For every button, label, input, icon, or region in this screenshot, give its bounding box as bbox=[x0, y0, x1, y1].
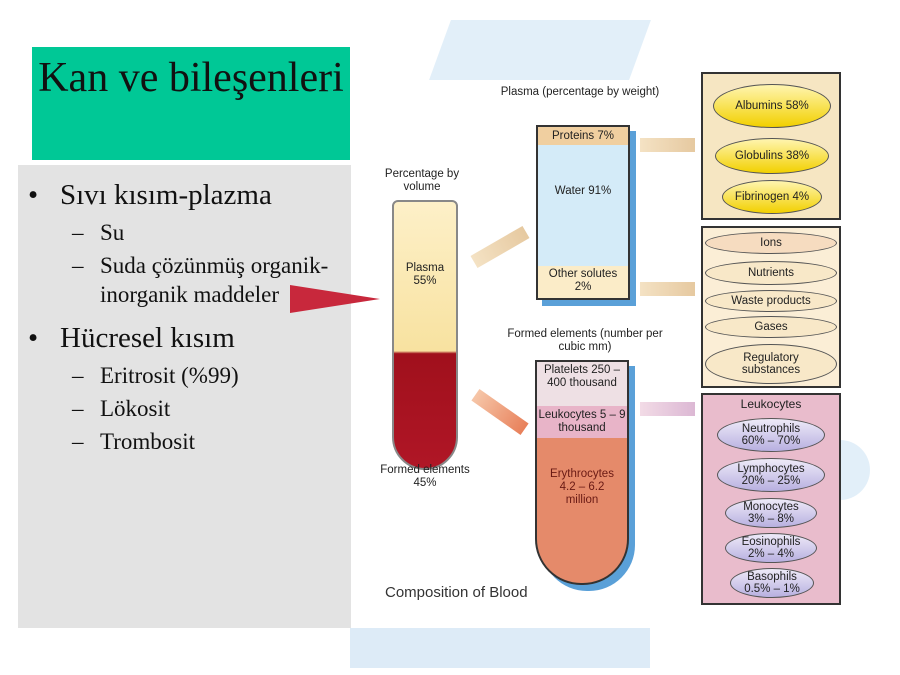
tube-header: Percentage by volume bbox=[384, 168, 460, 193]
plasma-header: Plasma (percentage by weight) bbox=[500, 86, 660, 98]
sub-bullet: Lökosit bbox=[28, 394, 348, 423]
water-row: Water 91% bbox=[554, 185, 612, 197]
erythrocytes-row: Erythrocytes 4.2 – 6.2 million bbox=[550, 468, 614, 506]
sub-bullet: Trombosit bbox=[28, 427, 348, 456]
sub-bullet: Eritrosit (%99) bbox=[28, 361, 348, 390]
solute-item: Ions bbox=[705, 232, 837, 254]
bullet-list: Sıvı kısım-plazma Su Suda çözünmüş organ… bbox=[28, 176, 348, 460]
arrow bbox=[470, 225, 530, 269]
watermark-shape bbox=[350, 628, 650, 668]
slide-title: Kan ve bileşenleri bbox=[32, 47, 350, 160]
leukocyte-item: Basophils 0.5% – 1% bbox=[730, 568, 814, 598]
leukocyte-item: Lymphocytes 20% – 25% bbox=[717, 458, 825, 492]
arrow bbox=[640, 282, 695, 296]
leukocyte-item: Neutrophils 60% – 70% bbox=[717, 418, 825, 452]
leukocytes-row: Leukocytes 5 – 9 thousand bbox=[537, 406, 627, 438]
plasma-column: Proteins 7% Water 91% Other solutes 2% bbox=[536, 125, 630, 300]
leukocytes-title: Leukocytes bbox=[740, 397, 802, 411]
diagram-caption: Composition of Blood bbox=[385, 584, 528, 601]
arrow bbox=[640, 138, 695, 152]
bullet: Sıvı kısım-plazma bbox=[28, 176, 348, 214]
protein-item: Globulins 38% bbox=[715, 138, 829, 174]
sub-bullet: Su bbox=[28, 218, 348, 247]
protein-item: Albumins 58% bbox=[713, 84, 831, 128]
leukocyte-item: Eosinophils 2% – 4% bbox=[725, 533, 817, 563]
tube-plasma-label: Plasma 55% bbox=[405, 262, 445, 287]
bullet: Hücresel kısım bbox=[28, 319, 348, 357]
arrow bbox=[640, 402, 695, 416]
formed-column: Platelets 250 – 400 thousand Leukocytes … bbox=[535, 360, 629, 585]
other-solutes-row: Other solutes 2% bbox=[538, 266, 628, 298]
leukocyte-item: Monocytes 3% – 8% bbox=[725, 498, 817, 528]
solute-item: Waste products bbox=[705, 290, 837, 312]
red-arrow bbox=[290, 285, 380, 313]
sub-bullet: Suda çözünmüş organik-inorganik maddeler bbox=[28, 251, 348, 309]
formed-header: Formed elements (number per cubic mm) bbox=[507, 328, 663, 353]
protein-item: Fibrinogen 4% bbox=[722, 180, 822, 214]
test-tube bbox=[392, 200, 458, 470]
solute-item: Regulatory substances bbox=[705, 344, 837, 384]
proteins-row: Proteins 7% bbox=[538, 127, 628, 145]
solute-item: Nutrients bbox=[705, 261, 837, 285]
platelets-row: Platelets 250 – 400 thousand bbox=[537, 362, 627, 406]
arrow bbox=[471, 389, 529, 435]
tube-formed-label: Formed elements 45% bbox=[380, 464, 470, 489]
watermark-shape bbox=[429, 20, 651, 80]
solute-item: Gases bbox=[705, 316, 837, 338]
